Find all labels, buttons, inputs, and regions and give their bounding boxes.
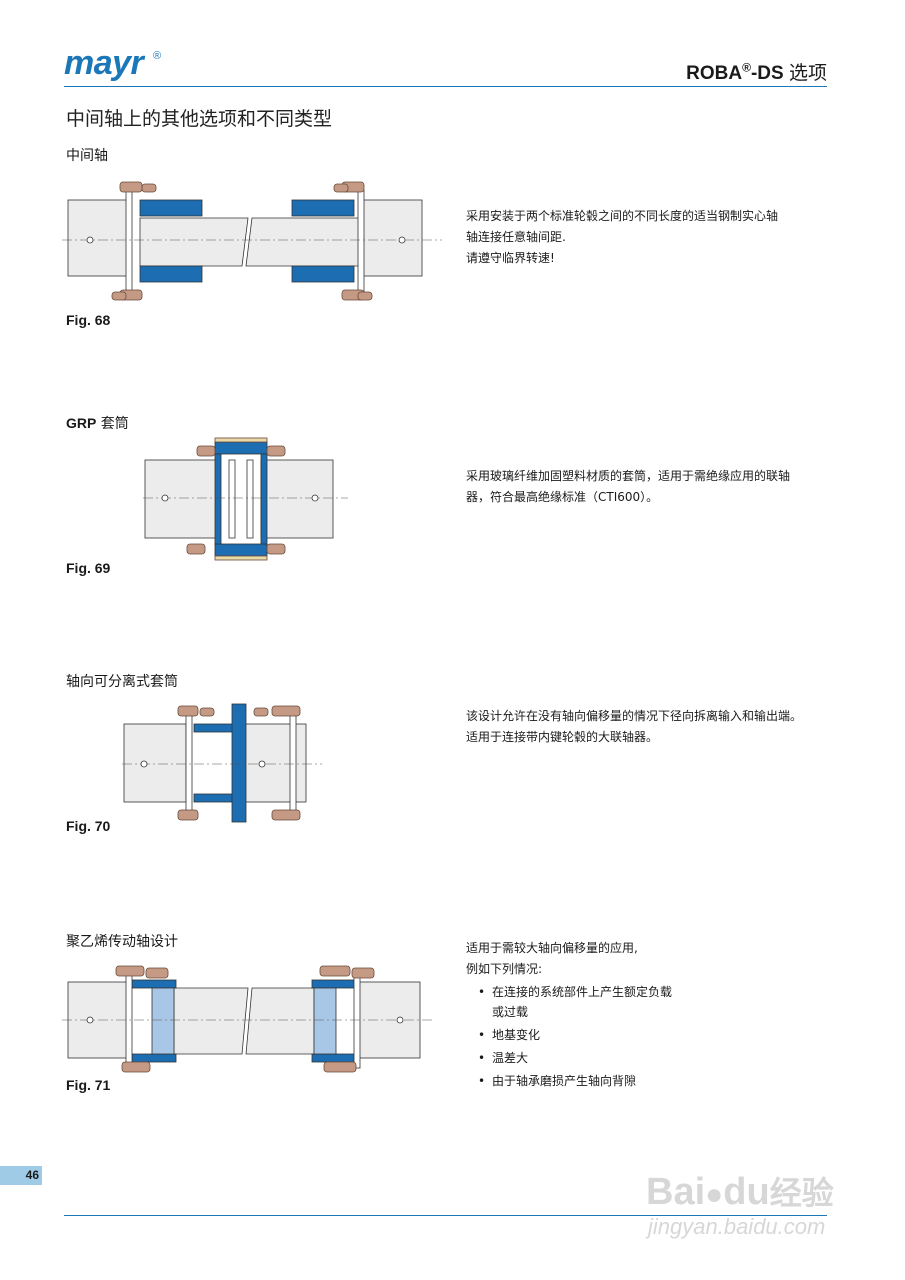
fig-71-drawing	[62, 965, 434, 1073]
footer-rule	[64, 1215, 827, 1216]
baidu-watermark-logo: Bai●du经验	[646, 1171, 834, 1213]
figure-caption-68: Fig. 68	[66, 312, 111, 328]
page-number: 46	[0, 1166, 42, 1185]
description-70: 该设计允许在没有轴向偏移量的情况下径向拆离输入和输出端。 适用于连接带内键轮毂的…	[466, 709, 803, 744]
list-item: 由于轴承磨损产生轴向背隙	[466, 1071, 851, 1091]
header-rule	[64, 86, 827, 87]
watermark-url: jingyan.baidu.com	[648, 1214, 826, 1239]
list-item: 温差大	[466, 1048, 851, 1068]
mayr-logo: mayr	[64, 44, 144, 82]
figure-caption-69: Fig. 69	[66, 560, 111, 576]
section-label-grp-sleeve: GRP 套筒	[66, 415, 129, 432]
figure-caption-71: Fig. 71	[66, 1077, 111, 1093]
section-label-axial-split-sleeve: 轴向可分离式套筒	[66, 674, 178, 690]
section-label-polyethylene-shaft: 聚乙烯传动轴设计	[66, 934, 178, 950]
figure-caption-70: Fig. 70	[66, 818, 111, 834]
header-title: ROBA®-DS 选项	[686, 60, 827, 84]
description-68: 采用安装于两个标准轮毂之间的不同长度的适当钢制实心轴 轴连接任意轴间距. 请遵守…	[466, 209, 779, 265]
fig-68-drawing	[62, 181, 442, 301]
paw-icon: ●	[705, 1178, 724, 1211]
description-69: 采用玻璃纤维加固塑料材质的套筒，适用于需绝缘应用的联轴 器，符合最高绝缘标准（C…	[466, 469, 791, 504]
logo-registered-mark: ®	[153, 50, 162, 62]
fig-70-drawing	[122, 703, 322, 823]
list-item: 地基变化	[466, 1025, 851, 1045]
section-label-intermediate-shaft: 中间轴	[66, 148, 108, 164]
description-71: 适用于需较大轴向偏移量的应用, 例如下列情况: 在连接的系统部件上产生额定负载或…	[466, 938, 851, 1094]
page-title: 中间轴上的其他选项和不同类型	[66, 108, 333, 130]
fig-69-drawing	[143, 437, 348, 561]
